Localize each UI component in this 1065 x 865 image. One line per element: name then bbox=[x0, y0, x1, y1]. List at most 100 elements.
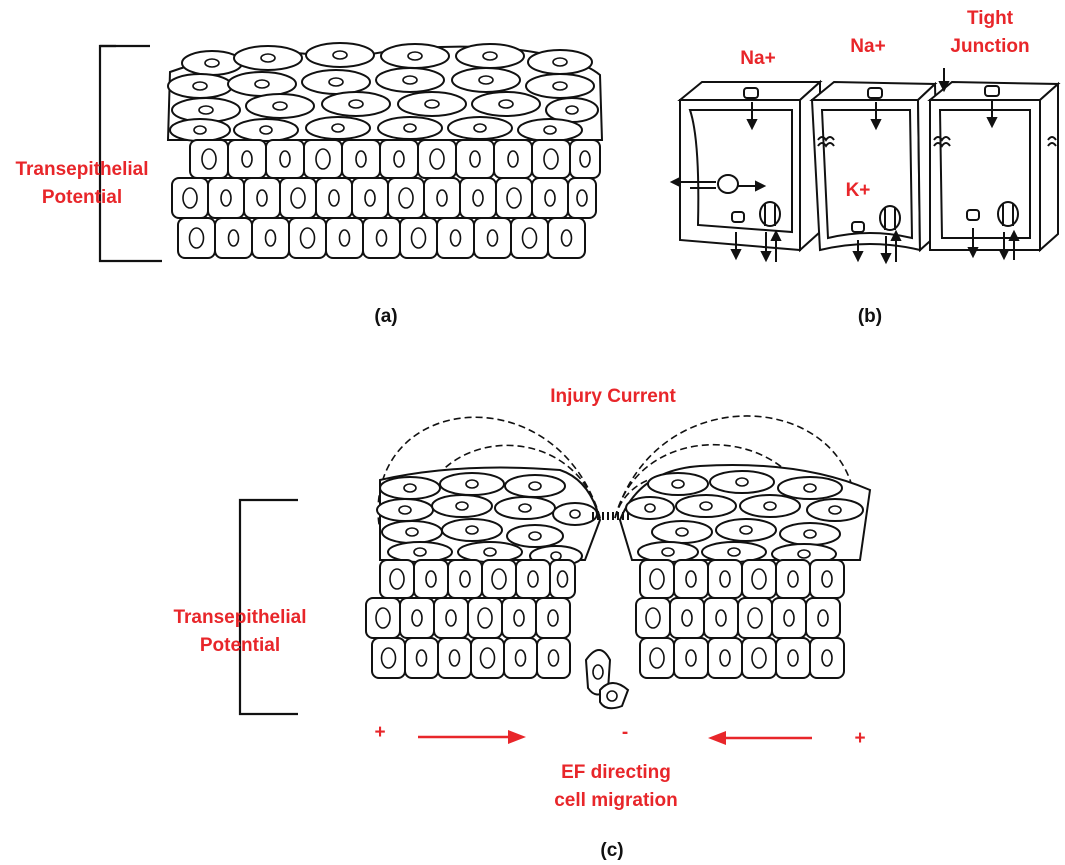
side-pump bbox=[718, 175, 738, 193]
tight-junction-channel bbox=[985, 86, 999, 96]
epithelial-cell bbox=[674, 560, 708, 598]
epithelial-cell bbox=[502, 598, 536, 638]
epithelial-cell bbox=[776, 638, 810, 678]
epithelial-cell bbox=[414, 560, 448, 598]
na-k-pump-3 bbox=[998, 202, 1018, 226]
panel-a-label-line1: Transepithelial bbox=[15, 159, 148, 180]
panel-b-cell-3 bbox=[930, 82, 1058, 250]
epithelial-cell bbox=[516, 560, 550, 598]
epithelial-cell bbox=[640, 638, 674, 678]
epithelial-cell bbox=[178, 218, 215, 258]
epithelial-cell bbox=[536, 598, 570, 638]
wound-center-cells bbox=[586, 650, 628, 708]
na-channel-1 bbox=[744, 88, 758, 98]
epithelial-cell bbox=[252, 218, 289, 258]
epithelial-cell bbox=[342, 140, 380, 178]
epithelial-cell bbox=[810, 560, 844, 598]
epithelial-cell bbox=[568, 178, 596, 218]
epithelial-cell bbox=[636, 598, 670, 638]
panel-b: Na+ Na+ K+ Tight Junction (b) bbox=[672, 8, 1058, 327]
panel-c-caption: (c) bbox=[600, 840, 623, 861]
epithelial-cell bbox=[380, 560, 414, 598]
epithelial-cell bbox=[494, 140, 532, 178]
epithelial-cell bbox=[471, 638, 504, 678]
ef-arrow-left bbox=[418, 730, 526, 744]
panel-a: Transepithelial Potential bbox=[15, 43, 602, 327]
epithelial-cell bbox=[266, 140, 304, 178]
epithelial-cell bbox=[550, 560, 575, 598]
epithelial-cell bbox=[388, 178, 424, 218]
panel-a-label-line2: Potential bbox=[42, 187, 122, 208]
epithelial-cell bbox=[228, 140, 266, 178]
epithelial-cell bbox=[366, 598, 400, 638]
epithelial-cell bbox=[810, 638, 844, 678]
panel-c-left-tissue bbox=[377, 468, 600, 566]
epithelial-cell bbox=[532, 178, 568, 218]
panel-a-caption: (a) bbox=[374, 306, 397, 327]
epithelial-cell bbox=[405, 638, 438, 678]
epithelial-cell bbox=[437, 218, 474, 258]
epithelial-cell bbox=[742, 638, 776, 678]
epithelial-cell bbox=[708, 560, 742, 598]
panel-b-cell-1 bbox=[680, 82, 820, 250]
plus-right: + bbox=[854, 728, 865, 749]
epithelial-cell bbox=[548, 218, 585, 258]
epithelial-cell bbox=[670, 598, 704, 638]
epithelial-cell bbox=[190, 140, 228, 178]
panel-c-label-line1: Transepithelial bbox=[173, 607, 306, 628]
panel-c: Transepithelial Potential bbox=[173, 386, 870, 861]
epithelial-cell bbox=[244, 178, 280, 218]
panel-c-label-line2: Potential bbox=[200, 635, 280, 656]
epithelial-cell bbox=[208, 178, 244, 218]
epithelial-cell bbox=[806, 598, 840, 638]
epithelial-cell bbox=[400, 218, 437, 258]
k-channel bbox=[852, 222, 864, 232]
epithelial-cell bbox=[380, 140, 418, 178]
epithelial-cell bbox=[704, 598, 738, 638]
epithelial-cell bbox=[474, 218, 511, 258]
epithelial-cell bbox=[304, 140, 342, 178]
epithelial-cell bbox=[418, 140, 456, 178]
panel-b-na-label-2: Na+ bbox=[850, 36, 885, 57]
epithelial-cell bbox=[215, 218, 252, 258]
epithelial-cell bbox=[172, 178, 208, 218]
epithelial-cell bbox=[537, 638, 570, 678]
epithelial-cell bbox=[424, 178, 460, 218]
panel-b-na-label-1: Na+ bbox=[740, 48, 775, 69]
na-k-pump-1 bbox=[760, 202, 780, 226]
minus-center: - bbox=[622, 722, 628, 743]
epithelial-cell bbox=[511, 218, 548, 258]
epithelial-cell bbox=[363, 218, 400, 258]
epithelial-cell bbox=[289, 218, 326, 258]
epithelial-cell bbox=[776, 560, 810, 598]
epithelial-cell bbox=[316, 178, 352, 218]
panel-a-squamous-layers bbox=[168, 43, 602, 141]
na-k-pump-2 bbox=[880, 206, 900, 230]
epithelial-cell bbox=[504, 638, 537, 678]
epithelial-cell bbox=[532, 140, 570, 178]
panel-b-caption: (b) bbox=[858, 306, 882, 327]
epithelial-cell bbox=[448, 560, 482, 598]
epithelial-cell bbox=[772, 598, 806, 638]
epithelial-cell bbox=[438, 638, 471, 678]
panel-b-k-label: K+ bbox=[846, 180, 871, 201]
epithelial-cell bbox=[640, 560, 674, 598]
panel-a-cuboidal-rows bbox=[172, 140, 600, 258]
epithelial-cell bbox=[456, 140, 494, 178]
epithelial-cell bbox=[372, 638, 405, 678]
epithelial-cell bbox=[674, 638, 708, 678]
epithelial-cell bbox=[738, 598, 772, 638]
epithelial-cell bbox=[434, 598, 468, 638]
panel-b-tight-line2: Junction bbox=[950, 36, 1029, 57]
epithelial-cell bbox=[742, 560, 776, 598]
plus-left: + bbox=[374, 722, 385, 743]
epithelial-cell bbox=[326, 218, 363, 258]
epithelial-cell bbox=[708, 638, 742, 678]
epithelial-cell bbox=[496, 178, 532, 218]
panel-b-tight-line1: Tight bbox=[967, 8, 1014, 29]
injury-current-label: Injury Current bbox=[550, 386, 676, 407]
panel-c-right-tissue bbox=[620, 465, 870, 564]
epithelial-cell bbox=[400, 598, 434, 638]
epithelial-cell bbox=[570, 140, 600, 178]
